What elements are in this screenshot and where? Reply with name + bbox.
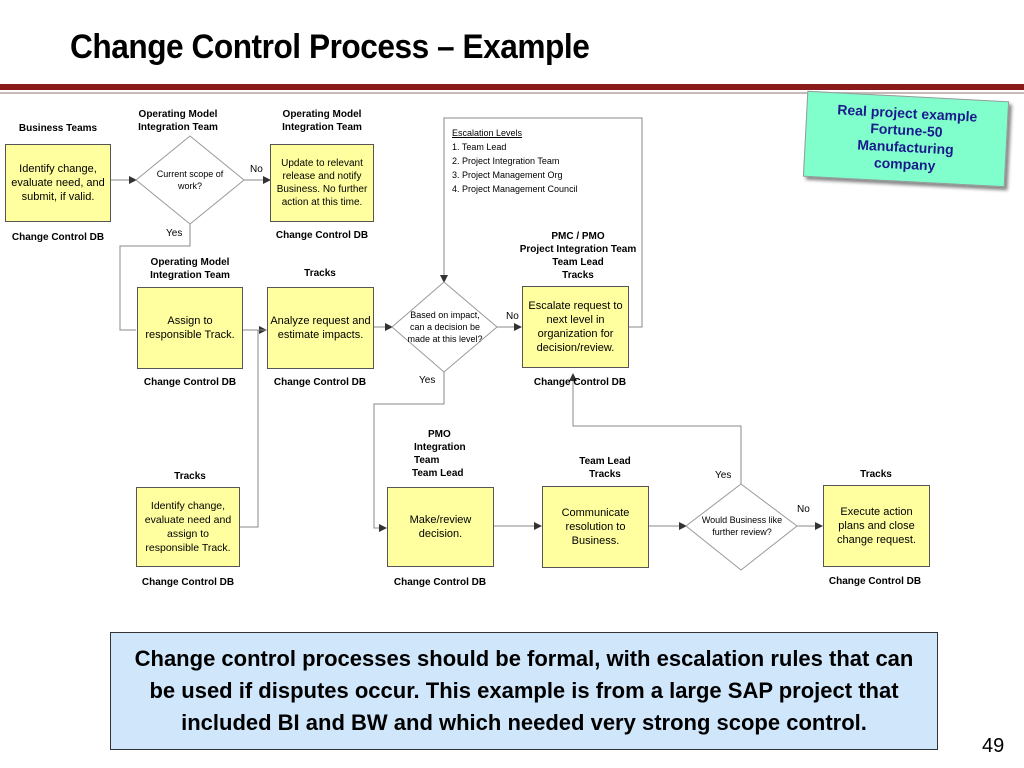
role-line: PMC / PMO	[551, 231, 605, 242]
db-label: Change Control DB	[828, 576, 922, 587]
role-line: Project Integration Team	[519, 244, 637, 255]
role-line: Team Lead	[412, 468, 464, 479]
label-yes: Yes	[166, 228, 183, 239]
role-line: Integration Team	[414, 442, 466, 466]
diamond-level	[391, 281, 498, 373]
edge-scope-to-assign	[119, 224, 191, 331]
role-business-teams: Business Teams	[18, 123, 98, 134]
role-tracks-analyze: Tracks	[304, 268, 336, 279]
role-omit-1: Operating Model Integration Team	[128, 108, 228, 134]
decision-scope-label: Current scope of work?	[156, 169, 224, 191]
box-execute: Execute action plans and close change re…	[823, 485, 930, 567]
role-line: PMO	[428, 429, 451, 440]
edge-level-to-make	[373, 372, 445, 532]
db-label: Change Control DB	[393, 577, 487, 588]
escalation-item: 3. Project Management Org	[452, 170, 563, 180]
db-label: Change Control DB	[11, 232, 105, 243]
page-number: 49	[982, 735, 1005, 757]
role-line: Operating Model	[150, 257, 230, 268]
db-label: Change Control DB	[143, 377, 237, 388]
role-line: Integration Team	[282, 122, 362, 133]
diamond-business	[685, 483, 798, 571]
escalation-levels: Escalation Levels 1. Team Lead 2. Projec…	[452, 126, 578, 196]
box-make-review: Make/review decision.	[387, 487, 494, 567]
summary-box: Change control processes should be forma…	[110, 632, 938, 750]
role-team-lead: Team Lead Tracks	[555, 455, 655, 481]
edge-escalate-loop	[440, 117, 643, 328]
box-identify-assign: Identify change, evaluate need and assig…	[136, 487, 240, 567]
role-line: Tracks	[589, 469, 621, 480]
box-assign-track: Assign to responsible Track.	[137, 287, 243, 369]
role-line: Integration Team	[150, 270, 230, 281]
label-no: No	[797, 504, 810, 515]
title-rule	[0, 84, 1024, 90]
db-label: Change Control DB	[141, 577, 235, 588]
escalation-item: 2. Project Integration Team	[452, 156, 560, 166]
db-label: Change Control DB	[273, 377, 367, 388]
role-tracks-execute: Tracks	[860, 469, 892, 480]
role-tracks-identify: Tracks	[174, 471, 206, 482]
role-line: Integration Team	[138, 122, 218, 133]
box-analyze-request: Analyze request and estimate impacts.	[267, 287, 374, 369]
role-pmo: PMO Integration Team Team Lead	[390, 428, 490, 480]
role-pmc: PMC / PMO Project Integration Team Team …	[508, 230, 648, 282]
edge-identify-assign-to-analyze	[240, 326, 267, 528]
role-line: Operating Model	[282, 109, 362, 120]
box-identify-change: Identify change, evaluate need, and subm…	[5, 144, 111, 222]
box-escalate-request: Escalate request to next level in organi…	[522, 286, 629, 368]
box-update-release: Update to relevant release and notify Bu…	[270, 144, 374, 222]
label-yes: Yes	[715, 470, 732, 481]
db-label: Change Control DB	[533, 377, 627, 388]
title-rule-shadow	[0, 92, 1024, 94]
role-omit-2: Operating Model Integration Team	[272, 108, 372, 134]
db-label: Change Control DB	[275, 230, 369, 241]
role-line: Tracks	[562, 270, 594, 281]
decision-business-label: Would Business like further review?	[701, 515, 783, 537]
summary-text: Change control processes should be forma…	[134, 646, 914, 735]
edge-business-to-escalate	[569, 373, 742, 484]
diamond-scope	[135, 135, 245, 225]
escalation-item: 4. Project Management Council	[452, 184, 578, 194]
page-title: Change Control Process – Example	[70, 28, 590, 66]
role-line: Operating Model	[138, 109, 218, 120]
label-yes: Yes	[419, 375, 436, 386]
role-omit-3: Operating Model Integration Team	[140, 256, 240, 282]
box-communicate: Communicate resolution to Business.	[542, 486, 649, 568]
project-callout: Real project example Fortune-50 Manufact…	[802, 90, 1010, 188]
decision-level-label: Based on impact, can a decision be made …	[407, 310, 483, 344]
role-line: Team Lead	[579, 456, 631, 467]
label-no: No	[250, 164, 263, 175]
role-line: Team Lead	[552, 257, 604, 268]
label-no: No	[506, 311, 519, 322]
escalation-heading: Escalation Levels	[452, 128, 523, 138]
escalation-item: 1. Team Lead	[452, 142, 507, 152]
